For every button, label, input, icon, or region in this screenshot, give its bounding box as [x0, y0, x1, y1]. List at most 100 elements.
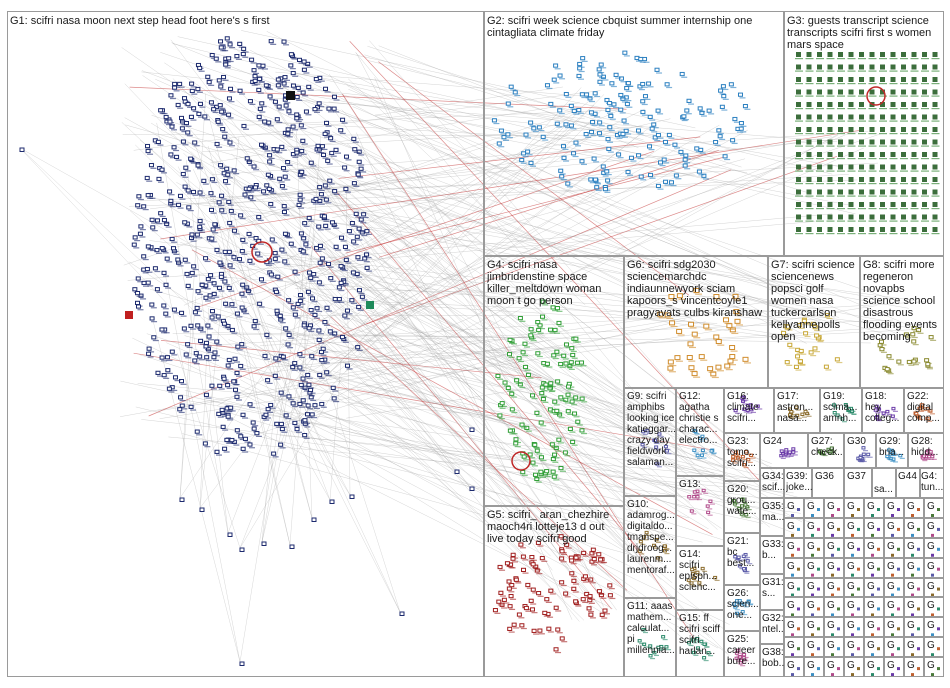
node [525, 149, 531, 154]
edge [135, 144, 551, 557]
label-g5: G5: scifri_ aran_chezhire maoch4ri lotte… [487, 509, 610, 545]
node-label-mark [235, 58, 242, 60]
node [229, 327, 235, 333]
node-label-mark [212, 111, 219, 114]
node [191, 264, 197, 269]
node-label-mark [558, 417, 565, 419]
node [528, 598, 534, 603]
node-label-mark [499, 569, 506, 571]
node [535, 351, 541, 356]
node [525, 582, 531, 588]
node-label-mark [602, 175, 609, 177]
node [209, 207, 215, 213]
node [225, 363, 231, 368]
node [218, 39, 224, 44]
node-label-mark [260, 281, 267, 284]
node-label-mark [657, 188, 664, 190]
node-label-mark [570, 575, 577, 578]
node-label-mark [327, 266, 334, 268]
cell-tiny-group: G [804, 557, 824, 578]
node-label-mark [268, 157, 275, 160]
node-label-mark [321, 218, 328, 220]
node-label-mark [161, 172, 168, 174]
node [588, 110, 594, 115]
node-label-mark [574, 145, 581, 147]
edge [274, 103, 596, 585]
node-label-mark [561, 553, 568, 556]
node-label-mark [519, 320, 526, 322]
node [148, 163, 154, 168]
node-label-mark [204, 300, 211, 302]
node-label-mark [730, 86, 737, 89]
node [263, 83, 269, 88]
node-label-mark [564, 455, 571, 457]
node [175, 102, 181, 108]
node [209, 315, 215, 320]
node [364, 265, 370, 270]
node-label-mark [215, 61, 222, 63]
node [290, 305, 296, 310]
node-label-mark [147, 285, 154, 287]
edge [282, 130, 600, 348]
node-label-mark [320, 196, 327, 199]
node [531, 628, 537, 633]
label-tiny-group: G [787, 540, 795, 552]
node [592, 177, 598, 182]
node-label-mark [510, 587, 517, 589]
node [238, 363, 244, 369]
node [281, 39, 287, 44]
edge [260, 298, 793, 375]
node-label-mark [637, 157, 644, 160]
node-label-mark [306, 377, 313, 379]
node [303, 109, 309, 114]
node-label-mark [304, 246, 311, 249]
cell-tiny-group: G [884, 637, 904, 658]
node-label-mark [559, 470, 566, 472]
node [716, 128, 722, 133]
node-label-mark [348, 233, 355, 235]
node-label-mark [522, 572, 529, 574]
node [623, 128, 629, 133]
node [652, 135, 658, 140]
node [516, 356, 522, 361]
node-label-mark [529, 337, 536, 340]
cell-tiny-group: G [904, 557, 924, 578]
node [182, 184, 188, 189]
node-label-mark [619, 97, 626, 99]
node-label-mark [137, 309, 144, 311]
node-label-mark [242, 56, 249, 58]
node [590, 119, 596, 125]
edge [231, 153, 654, 572]
node-label-mark [298, 62, 305, 64]
node-label-mark [227, 117, 234, 119]
node [613, 72, 619, 77]
node [326, 261, 332, 267]
edge [176, 182, 803, 523]
cell-tiny-group: G [884, 617, 904, 638]
node [565, 409, 571, 414]
edge [295, 288, 721, 298]
node [238, 213, 244, 218]
node [264, 183, 270, 188]
node-label-mark [260, 147, 267, 149]
node-label-mark [590, 115, 597, 117]
node [189, 81, 195, 86]
edge [301, 206, 840, 318]
label-g1: G1: scifri nasa moon next step head foot… [10, 15, 270, 27]
edge [349, 131, 853, 337]
node-label-mark [340, 240, 347, 242]
node-label-mark [601, 617, 608, 619]
node [738, 126, 744, 131]
edge [358, 337, 671, 419]
node-label-mark [240, 296, 247, 298]
node [251, 68, 257, 73]
node [597, 120, 603, 125]
edge [150, 153, 621, 210]
node [669, 320, 676, 326]
node [237, 88, 243, 93]
node [203, 256, 209, 261]
node [540, 299, 546, 304]
node [362, 256, 368, 261]
node [742, 356, 749, 362]
node-label-mark [515, 382, 522, 385]
